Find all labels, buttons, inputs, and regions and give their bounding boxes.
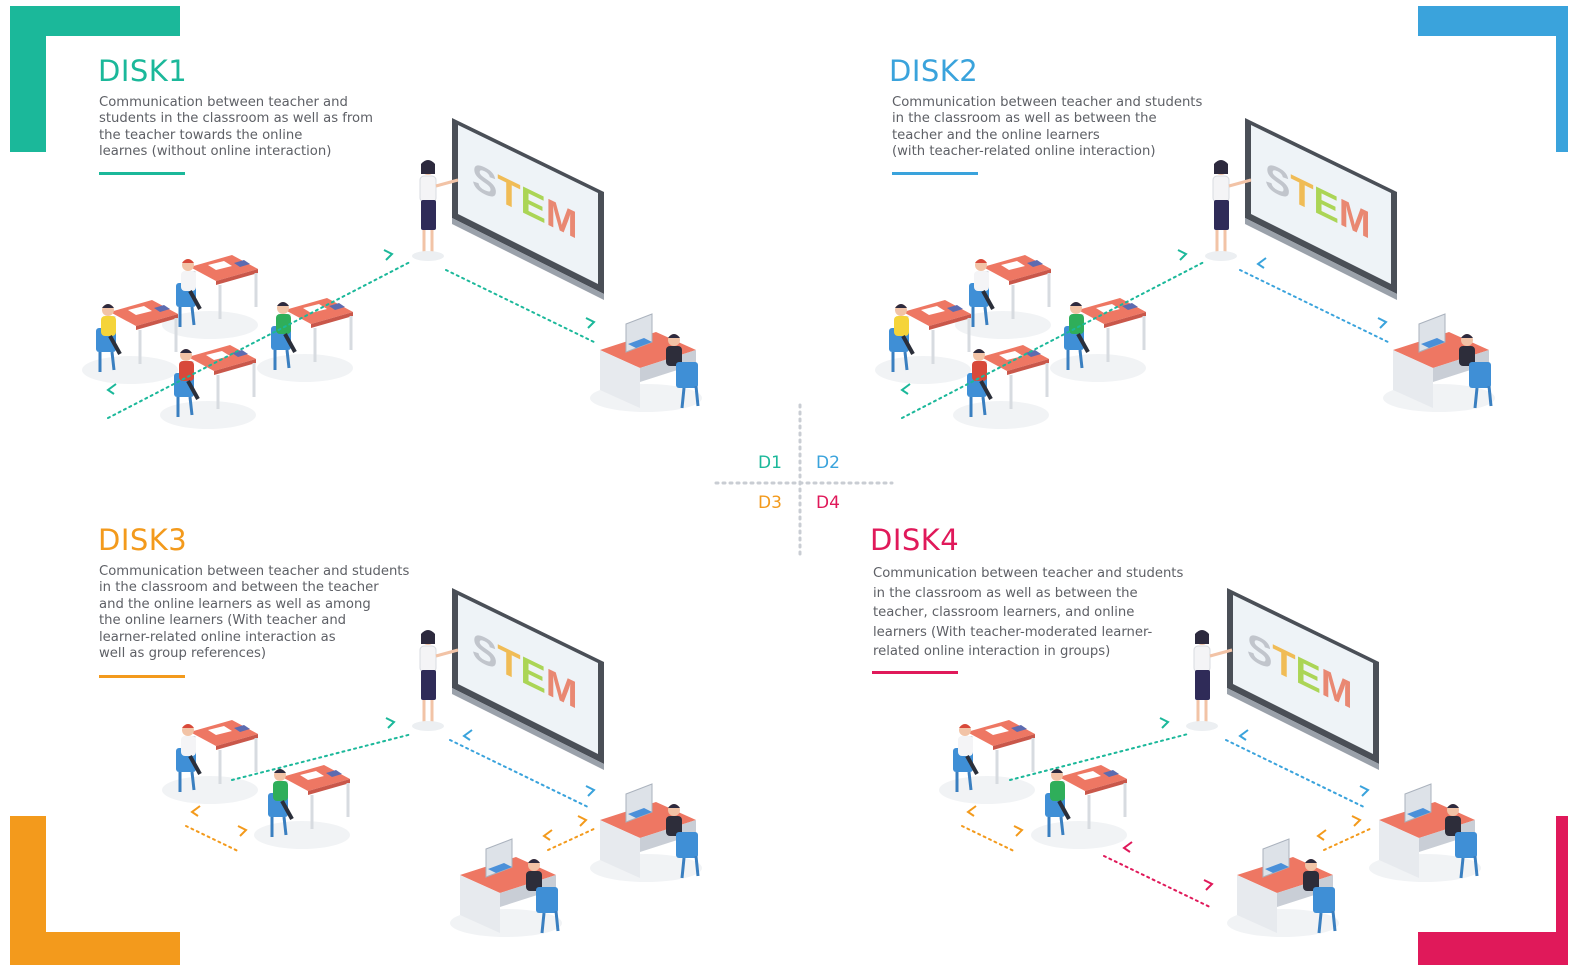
- direction-chevron: [1122, 841, 1133, 853]
- direction-chevron: [1377, 317, 1388, 329]
- whiteboard: STEM: [452, 118, 604, 300]
- communication-path: [901, 261, 1205, 419]
- disk2-underline: [892, 172, 978, 175]
- communication-path: [1225, 739, 1367, 809]
- whiteboard: STEM: [1227, 588, 1379, 770]
- student-desk: [1050, 298, 1146, 382]
- direction-chevron: [383, 249, 394, 261]
- direction-chevron: [966, 805, 977, 817]
- student-desk: [82, 300, 178, 384]
- disk3-title: DISK3: [98, 523, 188, 557]
- online-learner-workstation: [1383, 313, 1495, 412]
- communication-path: [1009, 733, 1189, 781]
- communication-path: [1103, 855, 1213, 909]
- communication-path: [107, 261, 411, 419]
- student-desk: [160, 345, 256, 429]
- online-learner-workstation: [590, 313, 702, 412]
- corner-bracket-top-right: [1418, 6, 1568, 152]
- direction-chevron: [1256, 257, 1267, 269]
- direction-chevron: [1159, 717, 1170, 729]
- disk1-description: Communication between teacher and studen…: [99, 95, 373, 160]
- direction-chevron: [462, 729, 473, 741]
- direction-chevron: [385, 717, 396, 729]
- communication-path: [449, 739, 591, 809]
- direction-chevron: [190, 805, 201, 817]
- student-desk: [955, 255, 1051, 339]
- communication-path: [547, 827, 597, 851]
- disk1-title: DISK1: [98, 54, 188, 88]
- student-desk: [257, 298, 353, 382]
- online-learner-workstation: [590, 783, 702, 882]
- communication-path: [445, 269, 595, 343]
- student-desk: [953, 345, 1049, 429]
- direction-chevron: [577, 815, 588, 827]
- online-learner-workstation: [1227, 838, 1339, 937]
- disk4-title: DISK4: [870, 523, 960, 557]
- teacher-figure: [1186, 630, 1233, 731]
- direction-chevron: [1013, 825, 1024, 837]
- communication-path: [1239, 269, 1389, 343]
- disk4-underline: [872, 671, 958, 674]
- teacher-figure: [412, 160, 459, 261]
- student-desk: [1031, 765, 1127, 849]
- communication-path: [231, 733, 413, 781]
- student-desk: [254, 765, 350, 849]
- disk3-description: Communication between teacher and studen…: [99, 564, 410, 662]
- disk3-underline: [99, 675, 185, 678]
- direction-chevron: [1238, 729, 1249, 741]
- legend-d2: D2: [816, 453, 840, 473]
- teacher-figure: [1205, 160, 1252, 261]
- disk4-description: Communication between teacher and studen…: [873, 566, 1184, 660]
- teacher-figure: [412, 630, 459, 731]
- corner-bracket-bottom-left: [10, 816, 180, 965]
- legend-d3: D3: [758, 493, 782, 513]
- student-desk: [875, 300, 971, 384]
- disk1-underline: [99, 172, 185, 175]
- student-desk: [939, 720, 1035, 804]
- direction-chevron: [1359, 785, 1370, 797]
- direction-chevron: [1351, 815, 1362, 827]
- disk2-description: Communication between teacher and studen…: [892, 95, 1203, 160]
- legend-d1: D1: [758, 453, 782, 473]
- direction-chevron: [1177, 249, 1188, 261]
- disk2-title: DISK2: [889, 54, 979, 88]
- communication-path: [1323, 827, 1373, 851]
- direction-chevron: [542, 829, 553, 841]
- corner-bracket-bottom-right: [1418, 816, 1568, 965]
- online-learner-workstation: [450, 838, 562, 937]
- student-desk: [162, 720, 258, 804]
- direction-chevron: [585, 317, 596, 329]
- direction-chevron: [237, 825, 248, 837]
- direction-chevron: [585, 785, 596, 797]
- student-desk: [162, 255, 258, 339]
- whiteboard: STEM: [1245, 118, 1397, 300]
- communication-path: [961, 825, 1017, 853]
- communication-path: [185, 825, 241, 853]
- direction-chevron: [1203, 879, 1214, 891]
- corner-bracket-top-left: [10, 6, 180, 152]
- direction-chevron: [106, 383, 117, 395]
- direction-chevron: [1316, 829, 1327, 841]
- direction-chevron: [900, 383, 911, 395]
- online-learner-workstation: [1369, 783, 1481, 882]
- whiteboard: STEM: [452, 588, 604, 770]
- legend-d4: D4: [816, 493, 840, 513]
